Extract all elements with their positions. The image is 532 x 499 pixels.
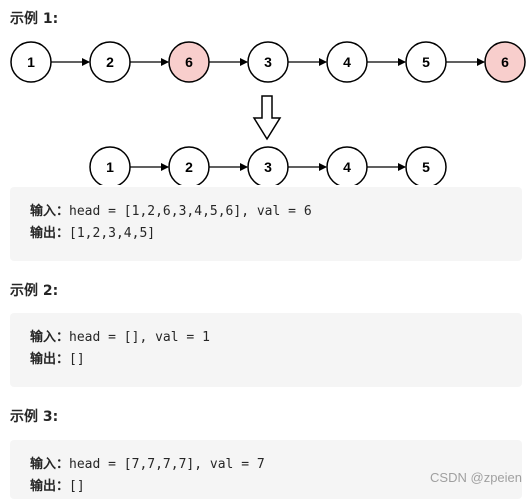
before-node-label: 1 [27,54,35,70]
before-node-label: 6 [501,54,509,70]
before-node-label: 6 [185,54,193,70]
input-code: head = [1,2,6,3,4,5,6], val = 6 [69,204,312,219]
input-code: head = [7,7,7,7], val = 7 [69,457,265,472]
list-after-row: 1 2 3 4 5 [89,146,447,185]
after-node-label: 5 [422,159,430,175]
down-arrow-icon [252,95,282,141]
before-node [484,41,526,83]
example-3-title: 示例 3: [10,409,59,425]
after-node-label: 1 [106,159,114,175]
before-node-label: 3 [264,54,272,70]
after-node-label: 4 [343,159,351,175]
input-label: 输入： [30,204,70,219]
output-label: 输出： [30,479,70,494]
example-1-title: 示例 1: [10,11,59,27]
output-code: [] [69,479,85,494]
before-node-label: 4 [343,54,351,70]
input-label: 输入： [30,330,70,345]
before-node-label: 2 [106,54,114,70]
input-code: head = [], val = 1 [69,330,210,345]
linked-list-diagram: 1 2 6 3 4 5 6 1 2 3 4 5 [10,41,526,185]
input-label: 输入： [30,457,70,472]
example-3-code-block: 输入：head = [7,7,7,7], val = 7 输出：[] [10,440,522,499]
output-code: [1,2,3,4,5] [69,226,156,241]
watermark: CSDN @zpeien [430,470,522,485]
output-label: 输出： [30,352,70,367]
before-node-label: 5 [422,54,430,70]
after-node-label: 3 [264,159,272,175]
example-1-code-block: 输入：head = [1,2,6,3,4,5,6], val = 6 输出：[1… [10,187,522,261]
list-before-row: 1 2 6 3 4 5 6 [10,41,526,83]
output-code: [] [69,352,85,367]
example-2-title: 示例 2: [10,283,59,299]
output-label: 输出： [30,226,70,241]
after-node-label: 2 [185,159,193,175]
example-2-code-block: 输入：head = [], val = 1 输出：[] [10,313,522,387]
after-node [405,146,447,185]
